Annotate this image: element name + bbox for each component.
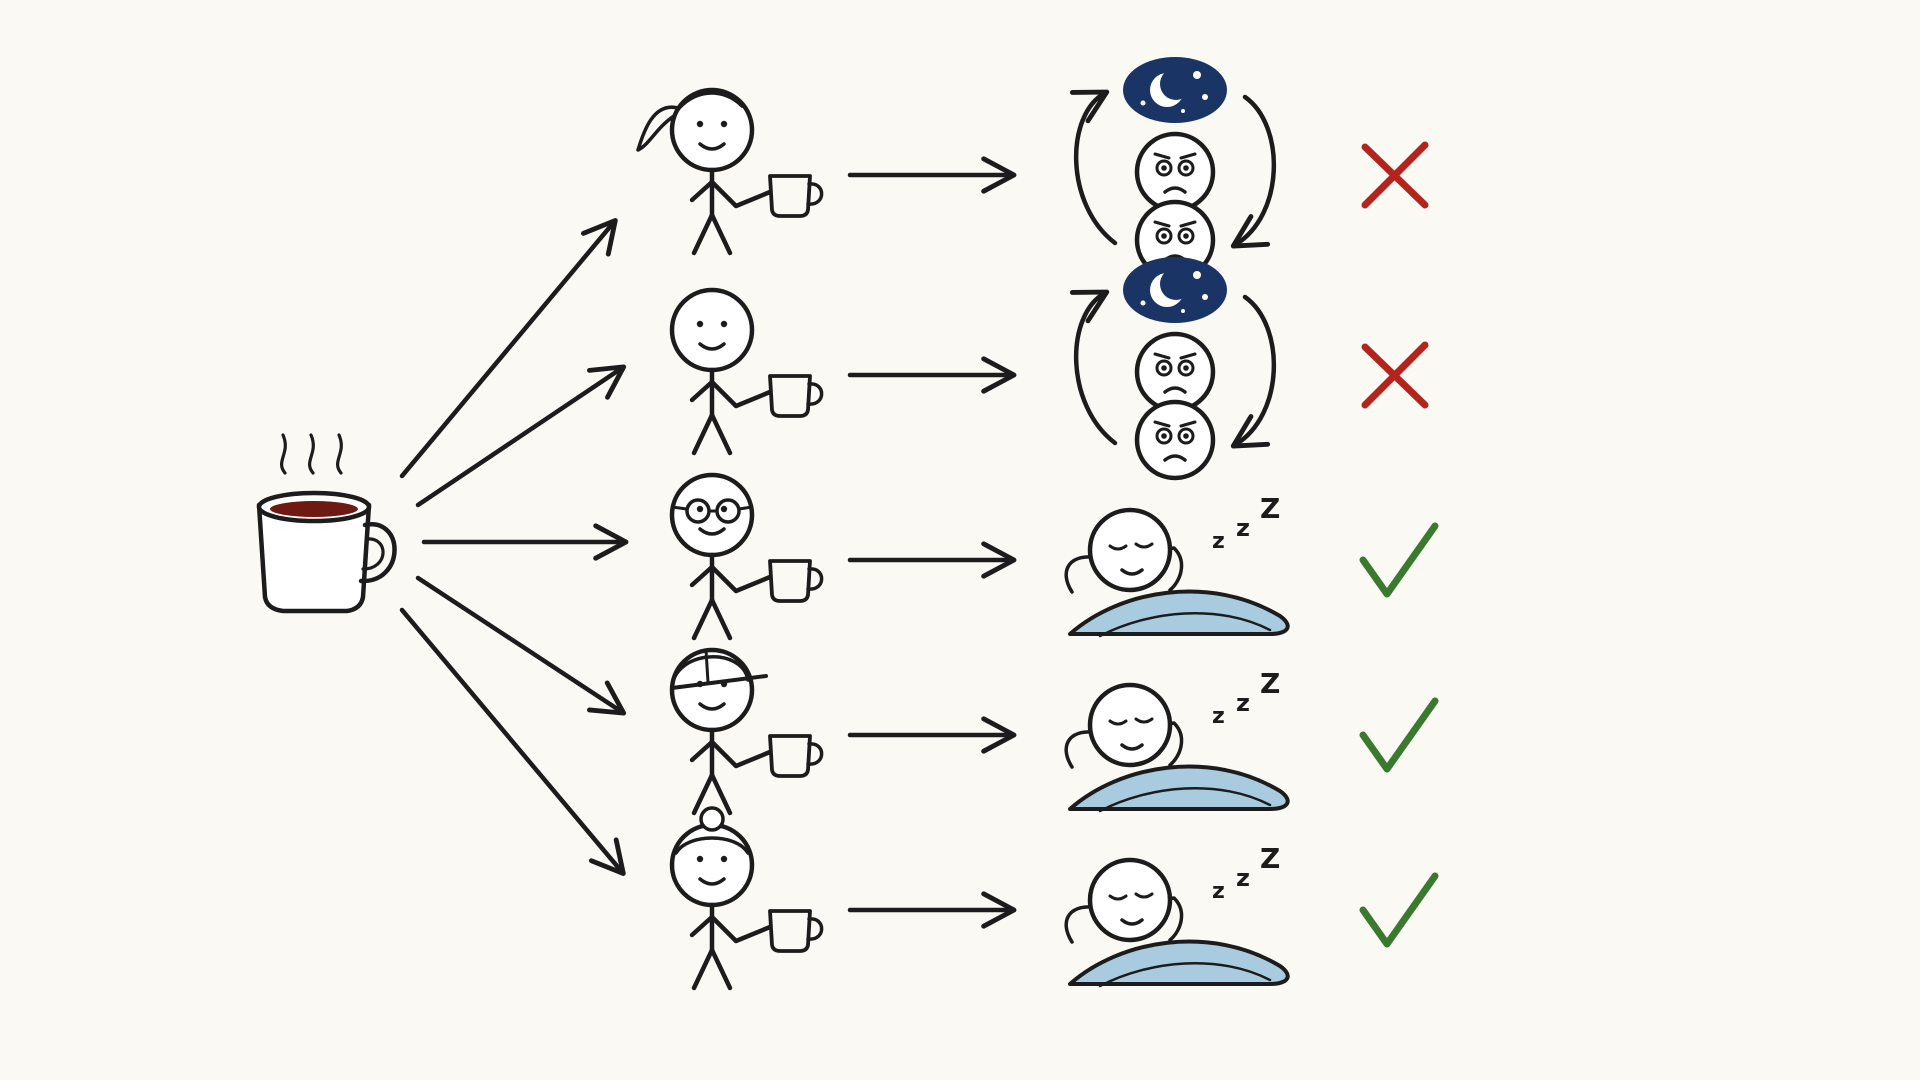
cycle-arrow-left xyxy=(1069,89,1118,246)
fan-out-arrows xyxy=(399,218,629,876)
coffee-mug-icon xyxy=(256,433,397,614)
cycle-arrow-right xyxy=(1230,94,1277,249)
ponytail-icon xyxy=(636,91,744,152)
checkmark-icon xyxy=(1359,872,1439,948)
zzz-letter: z xyxy=(1236,514,1250,542)
mug-icon xyxy=(768,374,824,418)
cross-icon xyxy=(1361,141,1429,209)
sleepless-cycle-1 xyxy=(1069,57,1277,281)
zzz-letter: Z xyxy=(1260,667,1280,700)
glasses-icon xyxy=(670,498,754,524)
sleeping-face-icon xyxy=(1087,857,1173,943)
stick-figure-glasses xyxy=(669,472,824,641)
mug-icon xyxy=(768,174,824,218)
mug-icon xyxy=(768,909,824,953)
hair-bun-icon xyxy=(674,806,750,855)
stick-figure-cap xyxy=(669,647,824,816)
night-moon-icon xyxy=(1123,257,1227,323)
worried-face-icon xyxy=(1134,131,1216,213)
cross-icon xyxy=(1361,341,1429,409)
cycle-arrow-right xyxy=(1230,294,1277,449)
stick-figure-plain xyxy=(669,287,824,456)
zzz-letter: z xyxy=(1236,689,1250,717)
mug-icon xyxy=(768,734,824,778)
zzz-letter: z xyxy=(1212,704,1225,729)
arrow-to-person-4 xyxy=(415,575,627,716)
checkmark-icon xyxy=(1359,522,1439,598)
zzz-letter: Z xyxy=(1260,842,1280,875)
night-moon-icon xyxy=(1123,57,1227,123)
blanket-icon xyxy=(1068,939,1290,988)
worried-face-icon xyxy=(1134,331,1216,413)
sleeping-face-icon xyxy=(1087,682,1173,768)
zzz-letter: z xyxy=(1212,529,1225,554)
stick-figure-bun xyxy=(669,806,824,991)
checkmark-icon xyxy=(1359,697,1439,773)
zzz-letter: Z xyxy=(1260,492,1280,525)
zzz-letter: z xyxy=(1212,879,1225,904)
zzz-letter: z xyxy=(1236,864,1250,892)
cycle-arrow-left xyxy=(1069,289,1118,446)
arrow-to-person-1 xyxy=(399,218,618,479)
blanket-icon xyxy=(1068,764,1290,813)
stick-figure-ponytail xyxy=(636,87,824,256)
arrow-to-person-5 xyxy=(399,607,626,876)
arrow-to-person-2 xyxy=(415,364,627,508)
mug-icon xyxy=(768,559,824,603)
cap-icon xyxy=(670,648,768,690)
worried-face-icon xyxy=(1134,399,1216,481)
steam-icon xyxy=(280,433,343,475)
sleeping-face-icon xyxy=(1087,507,1173,593)
blanket-icon xyxy=(1068,589,1290,638)
sleepless-cycle-2 xyxy=(1069,257,1277,481)
